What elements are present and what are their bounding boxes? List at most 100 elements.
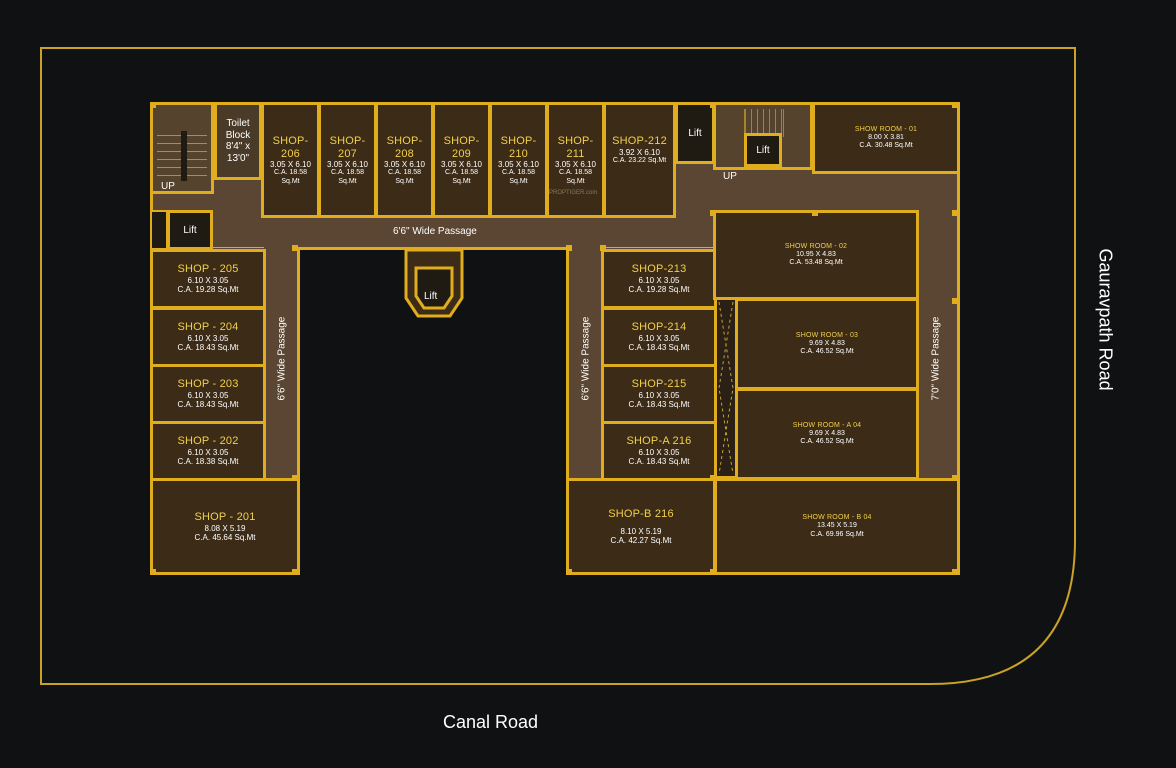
shop-215-area: C.A. 18.43 Sq.Mt <box>628 400 690 410</box>
shop-205-area: C.A. 19.28 Sq.Mt <box>177 285 239 295</box>
column-post <box>952 210 958 216</box>
show-room-03-area: C.A. 46.52 Sq.Mt <box>800 348 854 356</box>
shop-202-name: SHOP - 202 <box>177 435 239 448</box>
show-room-a04-area: C.A. 46.52 Sq.Mt <box>800 438 854 446</box>
shop-b-216-name: SHOP-B 216 <box>608 507 674 520</box>
column-post <box>566 569 572 575</box>
shop-207-dims: 3.05 X 6.10 <box>327 160 368 170</box>
shop-206-name: SHOP-206 <box>272 135 309 160</box>
shop-208-area: C.A. 18.58 Sq.Mt <box>387 169 422 185</box>
column-post <box>710 475 716 481</box>
shop-201-name: SHOP - 201 <box>194 510 256 523</box>
shop-201-dims: 8.08 X 5.19 <box>204 523 246 533</box>
column-post <box>952 298 958 304</box>
column-post <box>292 475 298 481</box>
shop-201-area: C.A. 45.64 Sq.Mt <box>194 532 256 542</box>
shop-214-name: SHOP-214 <box>631 321 687 334</box>
middle-passage <box>569 240 603 480</box>
column-post <box>150 102 156 108</box>
shop-212-dims: 3.92 X 6.10 <box>619 147 660 157</box>
column-post <box>292 569 298 575</box>
show-room-02-name: SHOW ROOM - 02 <box>784 242 848 250</box>
column-post <box>292 245 298 251</box>
passage-label-left: 6'6" Wide Passage <box>276 316 288 401</box>
shop-211-name: SHOP-211 <box>557 135 594 160</box>
toilet-block: Toilet Block 8'4" x 13'0" <box>214 102 262 180</box>
lift-shaft-right <box>715 298 737 478</box>
shop-208-dims: 3.05 X 6.10 <box>384 160 425 170</box>
shop-213-name: SHOP-213 <box>631 263 687 276</box>
lift-shaft-left <box>150 210 168 250</box>
column-post <box>710 569 716 575</box>
lift-top-right: Lift <box>675 102 715 164</box>
toilet-title: Toilet Block <box>225 118 251 141</box>
shop-214-area: C.A. 18.43 Sq.Mt <box>628 343 690 353</box>
show-room-03: SHOW ROOM - 03 9.69 X 4.83 C.A. 46.52 Sq… <box>735 298 919 390</box>
left-passage <box>264 240 297 480</box>
shop-207-area: C.A. 18.58 Sq.Mt <box>330 169 365 185</box>
show-room-01-area: C.A. 30.48 Sq.Mt <box>859 142 913 150</box>
shop-209-dims: 3.05 X 6.10 <box>441 160 482 170</box>
shop-206-dims: 3.05 X 6.10 <box>270 160 311 170</box>
shop-211-area: C.A. 18.58 Sq.Mt <box>558 169 593 185</box>
shop-213-dims: 6.10 X 3.05 <box>638 276 680 286</box>
shop-203-area: C.A. 18.43 Sq.Mt <box>177 400 239 410</box>
shop-202-area: C.A. 18.38 Sq.Mt <box>177 457 239 467</box>
shop-210-name: SHOP-210 <box>500 135 537 160</box>
watermark: PROPTIGER.com <box>549 190 598 196</box>
shop-210-area: C.A. 18.58 Sq.Mt <box>501 169 536 185</box>
shop-a-216-dims: 6.10 X 3.05 <box>638 448 680 458</box>
right-passage <box>918 210 957 480</box>
show-room-02: SHOW ROOM - 02 10.95 X 4.83 C.A. 53.48 S… <box>713 210 919 300</box>
shop-b-216: SHOP-B 216 8.10 X 5.19 C.A. 42.27 Sq.Mt <box>566 478 716 575</box>
shop-206-area: C.A. 18.58 Sq.Mt <box>273 169 308 185</box>
stair-up-label-right: UP <box>723 171 737 182</box>
column-post <box>710 210 716 216</box>
shop-210-dims: 3.05 X 6.10 <box>498 160 539 170</box>
shop-204-name: SHOP - 204 <box>177 321 239 334</box>
shop-205-dims: 6.10 X 3.05 <box>187 276 229 286</box>
show-room-01: SHOW ROOM - 01 8.00 X 3.81 C.A. 30.48 Sq… <box>812 102 960 174</box>
shop-203-dims: 6.10 X 3.05 <box>187 391 229 401</box>
column-post <box>150 569 156 575</box>
passage-label-right: 7'0" Wide Passage <box>930 316 942 401</box>
lift-center: Lift <box>424 291 438 302</box>
shop-215-name: SHOP-215 <box>631 378 687 391</box>
show-room-a04-dims: 9.69 X 4.83 <box>809 429 845 437</box>
shop-209-area: C.A. 18.58 Sq.Mt <box>444 169 479 185</box>
show-room-01-name: SHOW ROOM - 01 <box>854 125 918 133</box>
column-post <box>812 210 818 216</box>
road-label-bottom: Canal Road <box>443 712 539 732</box>
shop-a-216-area: C.A. 18.43 Sq.Mt <box>628 457 690 467</box>
lift-center-frame <box>404 248 464 318</box>
shop-212-name: SHOP-212 <box>612 135 667 147</box>
shop-212-area: C.A. 23.22 Sq.Mt <box>612 156 667 164</box>
show-room-02-dims: 10.95 X 4.83 <box>796 250 836 258</box>
shop-214-dims: 6.10 X 3.05 <box>638 334 680 344</box>
shop-b-216-area: C.A. 42.27 Sq.Mt <box>610 535 672 545</box>
passage-label-top: 6'6" Wide Passage <box>393 226 477 237</box>
show-room-b04: SHOW ROOM - B 04 13.45 X 5.19 C.A. 69.96… <box>714 478 960 575</box>
passage-label-middle: 6'6" Wide Passage <box>580 316 592 401</box>
show-room-a04: SHOW ROOM - A 04 9.69 X 4.83 C.A. 46.52 … <box>735 388 919 480</box>
lift-left: Lift <box>167 210 213 250</box>
show-room-b04-dims: 13.45 X 5.19 <box>817 522 857 530</box>
shop-203-name: SHOP - 203 <box>177 378 239 391</box>
shop-215-dims: 6.10 X 3.05 <box>638 391 680 401</box>
shop-b-216-dims: 8.10 X 5.19 <box>620 526 662 536</box>
